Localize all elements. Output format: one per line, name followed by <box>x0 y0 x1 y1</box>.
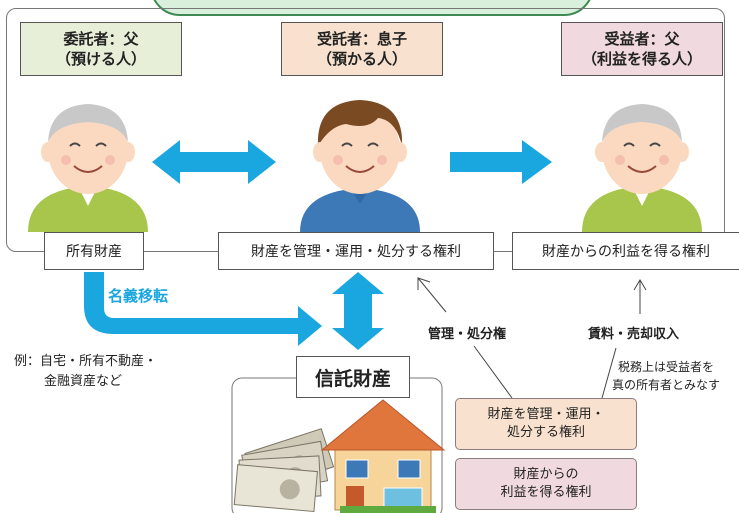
management-right-label: 管理・処分権 <box>428 327 507 342</box>
money-bills-icon <box>233 428 335 513</box>
settlor-subtitle: （預ける人） <box>55 50 146 68</box>
ownership-box: 所有財産 <box>44 232 144 270</box>
trust-property-title-box: 信託財産 <box>296 356 410 398</box>
settlor-title: 委託者：父 <box>63 30 139 48</box>
beneficiary-subtitle: （利益を得る人） <box>581 50 702 68</box>
example-line-1: 例：自宅・所有不動産・ <box>14 354 158 369</box>
father-beneficiary-figure <box>582 104 702 232</box>
beneficiary-title: 受益者：父 <box>604 30 680 48</box>
trustee-box: 受託者：息子 （預かる人） <box>281 22 443 76</box>
property-manage-box: 財産を管理・運用・ 処分する権利 <box>455 398 637 450</box>
trustee-beneficiary-arrow <box>450 140 552 184</box>
management-pointer-head <box>417 277 431 290</box>
income-pointer-head <box>633 279 647 291</box>
trust-property-double-arrow <box>332 272 384 350</box>
property-benefit-box: 財産からの 利益を得る権利 <box>455 458 637 510</box>
trust-property-title: 信託財産 <box>314 367 391 390</box>
tax-note-line-2: 真の所有者とみなす <box>612 378 721 392</box>
settlor-box: 委託者：父 （預ける人） <box>20 22 182 76</box>
name-transfer-label: 名義移転 <box>108 287 169 305</box>
example-line-2: 金融資産など <box>44 374 123 389</box>
house-icon <box>320 399 446 513</box>
manage-right-box: 財産を管理・運用・処分する権利 <box>218 232 494 270</box>
property-manage-line-2: 処分する権利 <box>506 425 585 440</box>
tax-pointer <box>601 347 617 399</box>
ownership-label: 所有財産 <box>66 244 122 260</box>
benefit-right-label: 財産からの利益を得る権利 <box>542 244 710 260</box>
tax-note-line-1: 税務上は受益者を <box>618 360 715 374</box>
property-benefit-line-2: 利益を得る権利 <box>500 485 592 500</box>
father-settlor-figure <box>28 104 148 232</box>
trustee-subtitle: （預かる人） <box>316 50 407 68</box>
trustee-title: 受託者：息子 <box>316 30 407 48</box>
settlor-trustee-double-arrow <box>152 140 276 184</box>
benefit-right-box: 財産からの利益を得る権利 <box>512 232 739 270</box>
name-transfer-arrow <box>84 272 322 346</box>
son-trustee-figure <box>300 100 420 232</box>
management-pointer <box>417 277 447 313</box>
property-manage-line-1: 財産を管理・運用・ <box>487 407 605 422</box>
income-label: 賃料・売却収入 <box>588 327 680 342</box>
manage-right-label: 財産を管理・運用・処分する権利 <box>251 244 461 260</box>
beneficiary-box: 受益者：父 （利益を得る人） <box>561 22 723 76</box>
property-benefit-line-1: 財産からの <box>513 467 579 482</box>
management-to-box-line <box>473 345 513 399</box>
